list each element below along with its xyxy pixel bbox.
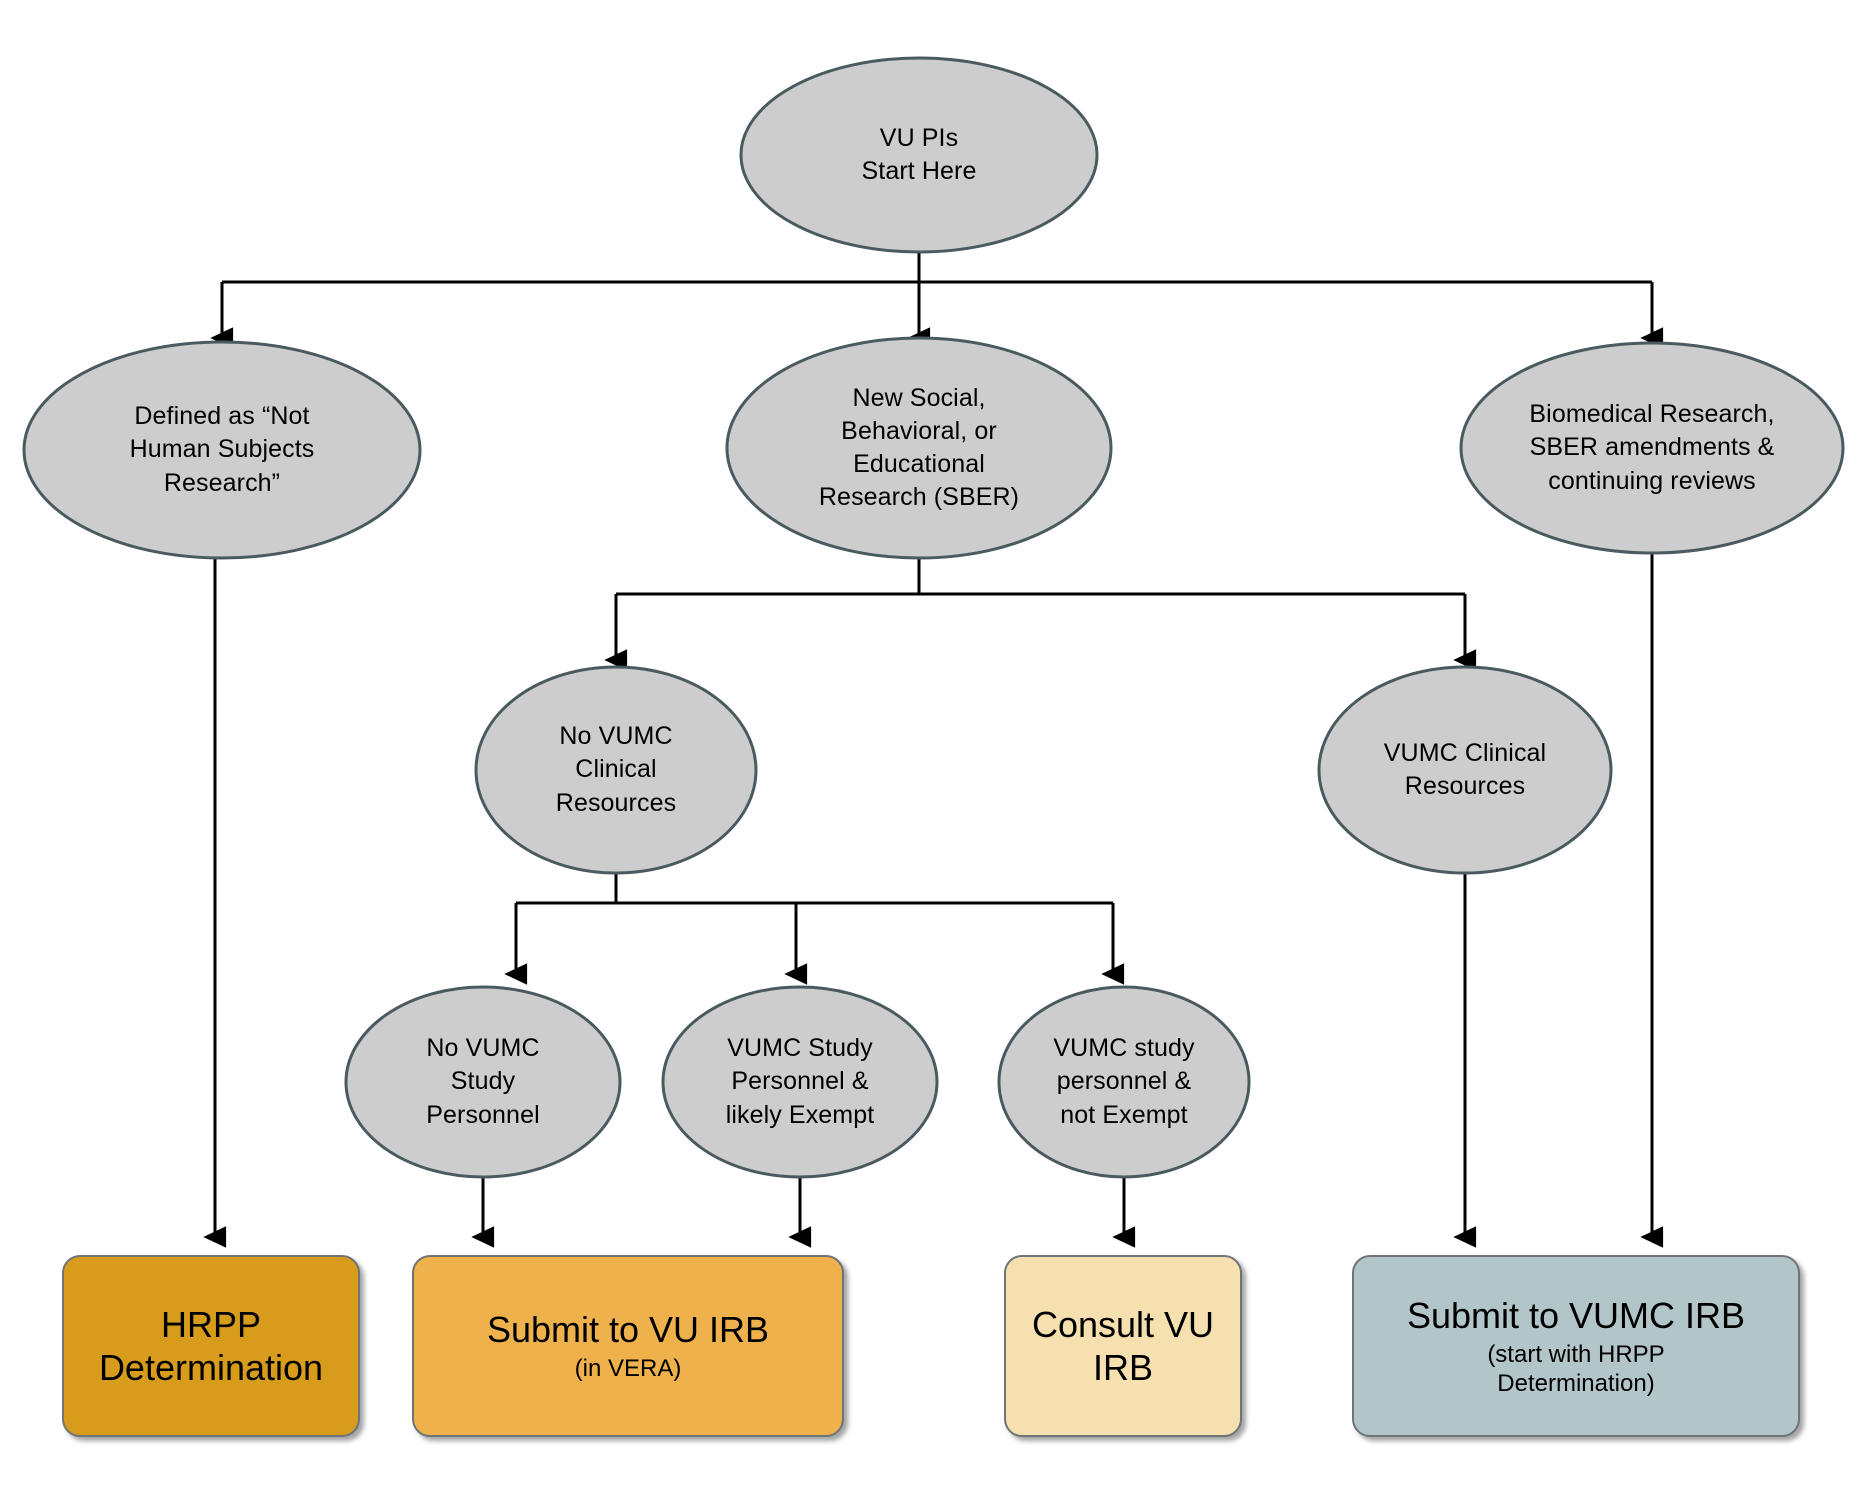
node-biomedical-research[interactable] [1459, 341, 1845, 555]
node-new-sber[interactable] [725, 336, 1113, 560]
outcome-title-line: IRB [1092, 1347, 1153, 1388]
node-defined-as-not-human-subjects-research[interactable] [22, 340, 422, 560]
node-vumc-study-personnel-likely-exempt[interactable] [661, 985, 939, 1179]
outcome-title-line: Submit to VUMC IRB [1406, 1294, 1746, 1336]
outcome-title-line: HRPP [160, 1303, 262, 1345]
outcome-title-line: Consult VU [1031, 1303, 1215, 1345]
node-vumc-clinical-resources[interactable] [1317, 665, 1613, 875]
node-vumc-study-personnel-not-exempt[interactable] [997, 985, 1251, 1179]
outcome-subtitle: (start with HRPP Determination) [1487, 1340, 1665, 1397]
outcome-title-line: Determination [98, 1347, 324, 1388]
outcome-title-line: Submit to VU IRB [486, 1309, 770, 1350]
outcome-consult-vu-irb[interactable]: Consult VU IRB [1004, 1255, 1242, 1437]
outcome-subtitle: (in VERA) [574, 1355, 682, 1383]
node-no-vumc-study-personnel[interactable] [344, 985, 622, 1179]
outcome-submit-to-vu-irb[interactable]: Submit to VU IRB (in VERA) [412, 1255, 844, 1437]
outcome-hrpp-determination[interactable]: HRPP Determination [62, 1255, 360, 1437]
node-vu-pis-start-here[interactable] [739, 56, 1099, 254]
node-no-vumc-clinical-resources[interactable] [474, 665, 758, 875]
outcome-submit-to-vumc-irb[interactable]: Submit to VUMC IRB (start with HRPP Dete… [1352, 1255, 1800, 1437]
